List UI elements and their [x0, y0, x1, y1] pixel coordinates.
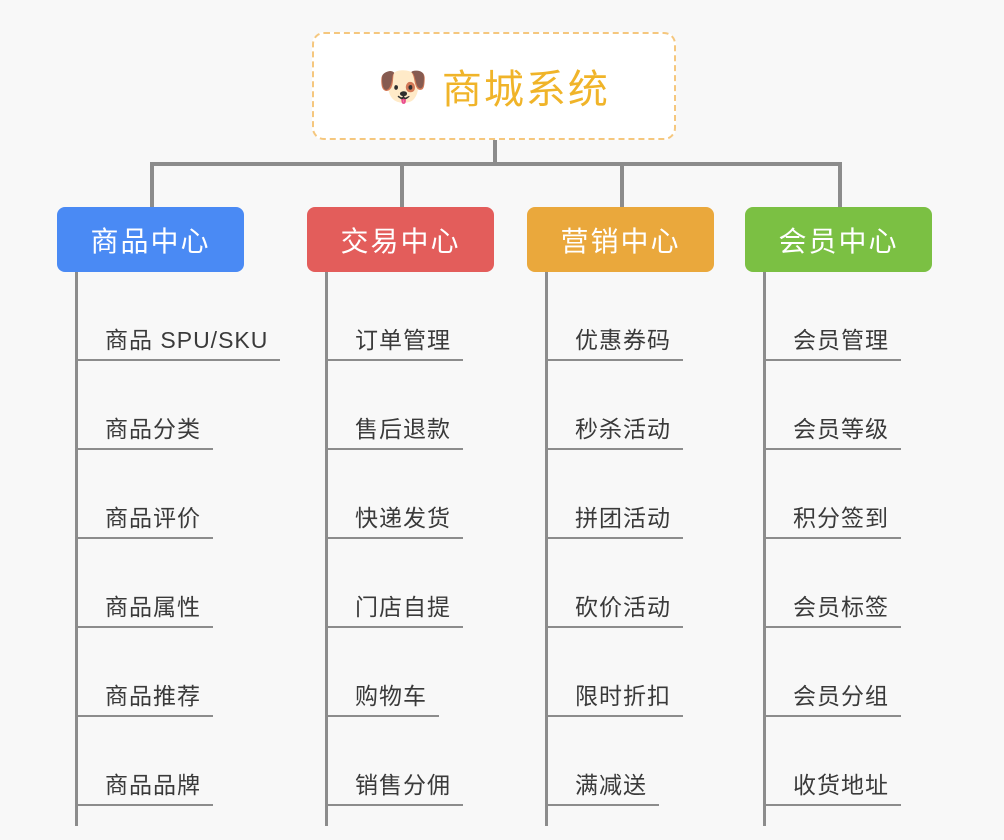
- leaf-underline: [763, 715, 901, 717]
- category-box-3[interactable]: 营销中心: [527, 207, 714, 272]
- leaf-underline: [545, 359, 683, 361]
- leaf-underline: [75, 715, 213, 717]
- connector-root-stem: [493, 140, 497, 164]
- leaf-underline: [325, 537, 463, 539]
- leaf-label: 拼团活动: [575, 504, 671, 531]
- connector-drop-1: [150, 162, 154, 208]
- leaf-underline: [75, 448, 213, 450]
- leaf-underline: [545, 448, 683, 450]
- leaf-item[interactable]: 快递发货: [325, 450, 463, 539]
- leaf-label: 快递发货: [355, 504, 451, 531]
- leaf-underline: [545, 537, 683, 539]
- leaf-item[interactable]: 门店自提: [325, 539, 463, 628]
- leaf-item[interactable]: 砍价活动: [545, 539, 683, 628]
- leaf-label: 售后退款: [355, 415, 451, 442]
- leaf-item[interactable]: 收货地址: [763, 717, 901, 806]
- leaf-label: 购物车: [355, 682, 427, 709]
- leaf-item[interactable]: 会员管理: [763, 272, 901, 361]
- leaf-item[interactable]: 拼团活动: [545, 450, 683, 539]
- connector-drop-2: [400, 162, 404, 208]
- leaf-item[interactable]: 商品品牌: [75, 717, 213, 806]
- leaf-underline: [763, 804, 901, 806]
- leaf-label: 会员分组: [793, 682, 889, 709]
- leaf-label: 会员管理: [793, 326, 889, 353]
- leaf-underline: [545, 804, 659, 806]
- branch-trunk-2: [325, 272, 328, 826]
- leaf-item[interactable]: 满减送: [545, 717, 659, 806]
- leaf-label: 商品 SPU/SKU: [105, 326, 269, 353]
- leaf-item[interactable]: 会员标签: [763, 539, 901, 628]
- leaf-label: 满减送: [575, 771, 647, 798]
- leaf-label: 商品品牌: [105, 771, 201, 798]
- leaf-label: 会员标签: [793, 593, 889, 620]
- category-label-1: 商品中心: [90, 225, 211, 257]
- leaf-underline: [325, 448, 463, 450]
- leaf-label: 砍价活动: [575, 593, 671, 620]
- category-box-4[interactable]: 会员中心: [745, 207, 932, 272]
- leaf-underline: [545, 715, 683, 717]
- leaf-item[interactable]: 积分签到: [763, 450, 901, 539]
- leaf-label: 限时折扣: [575, 682, 671, 709]
- leaf-item[interactable]: 会员等级: [763, 361, 901, 450]
- branch-trunk-3: [545, 272, 548, 826]
- leaf-underline: [75, 537, 213, 539]
- leaf-underline: [763, 537, 901, 539]
- root-node[interactable]: 🐶 商城系统: [312, 32, 676, 140]
- leaf-item[interactable]: 会员分组: [763, 628, 901, 717]
- connector-horizontal-bus: [150, 162, 840, 166]
- leaf-label: 商品评价: [105, 504, 201, 531]
- leaf-label: 商品推荐: [105, 682, 201, 709]
- leaf-underline: [545, 626, 683, 628]
- leaf-item[interactable]: 秒杀活动: [545, 361, 683, 450]
- leaf-item[interactable]: 限时折扣: [545, 628, 683, 717]
- leaf-label: 销售分佣: [355, 771, 451, 798]
- leaf-underline: [325, 804, 463, 806]
- leaf-item[interactable]: 商品分类: [75, 361, 213, 450]
- leaf-item[interactable]: 商品 SPU/SKU: [75, 272, 280, 361]
- category-label-2: 交易中心: [340, 225, 461, 257]
- connector-drop-3: [620, 162, 624, 208]
- leaf-underline: [75, 359, 280, 361]
- category-box-2[interactable]: 交易中心: [307, 207, 494, 272]
- leaf-label: 门店自提: [355, 593, 451, 620]
- leaf-underline: [325, 359, 463, 361]
- leaf-underline: [75, 804, 213, 806]
- leaf-label: 商品属性: [105, 593, 201, 620]
- leaf-underline: [763, 448, 901, 450]
- leaf-item[interactable]: 销售分佣: [325, 717, 463, 806]
- leaf-label: 商品分类: [105, 415, 201, 442]
- leaf-item[interactable]: 售后退款: [325, 361, 463, 450]
- leaf-label: 积分签到: [793, 504, 889, 531]
- connector-drop-4: [838, 162, 842, 208]
- leaf-label: 订单管理: [355, 326, 451, 353]
- leaf-item[interactable]: 订单管理: [325, 272, 463, 361]
- leaf-label: 优惠券码: [575, 326, 671, 353]
- category-label-4: 会员中心: [778, 225, 899, 257]
- category-box-1[interactable]: 商品中心: [57, 207, 244, 272]
- leaf-underline: [325, 715, 439, 717]
- root-title: 商城系统: [441, 68, 610, 112]
- leaf-item[interactable]: 商品评价: [75, 450, 213, 539]
- leaf-label: 秒杀活动: [575, 415, 671, 442]
- leaf-item[interactable]: 商品属性: [75, 539, 213, 628]
- leaf-underline: [763, 359, 901, 361]
- leaf-item[interactable]: 商品推荐: [75, 628, 213, 717]
- branch-trunk-4: [763, 272, 766, 826]
- leaf-label: 收货地址: [793, 771, 889, 798]
- leaf-underline: [763, 626, 901, 628]
- dog-face-icon: 🐶: [378, 65, 428, 109]
- leaf-underline: [325, 626, 463, 628]
- category-label-3: 营销中心: [560, 225, 681, 257]
- leaf-item[interactable]: 优惠券码: [545, 272, 683, 361]
- branch-trunk-1: [75, 272, 78, 826]
- leaf-underline: [75, 626, 213, 628]
- leaf-item[interactable]: 购物车: [325, 628, 439, 717]
- leaf-label: 会员等级: [793, 415, 889, 442]
